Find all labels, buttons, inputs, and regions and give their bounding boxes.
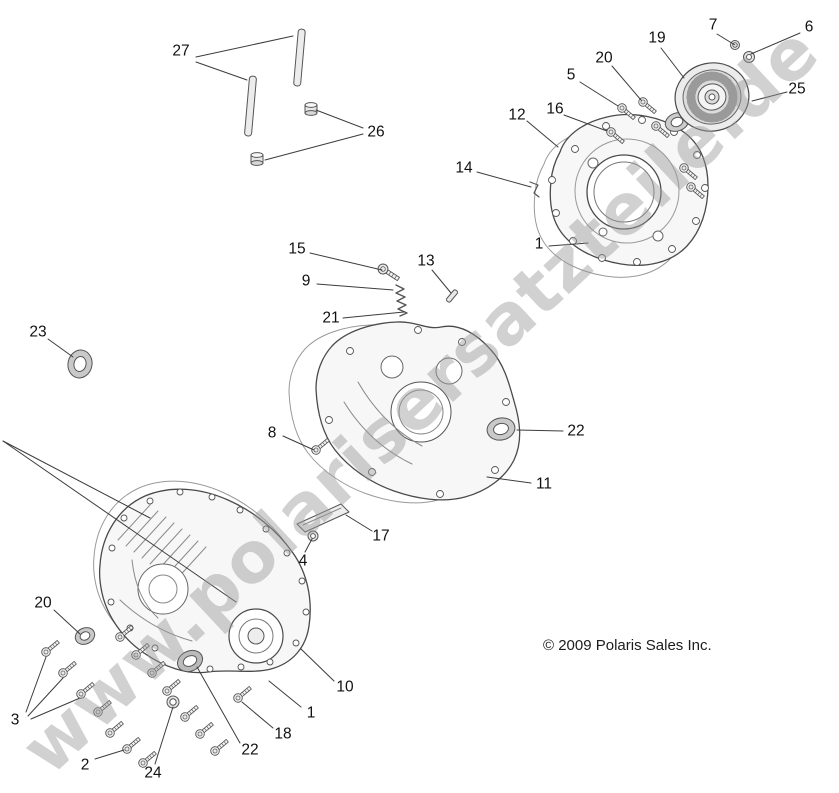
callout-10: 10 — [336, 678, 354, 696]
callout-24: 24 — [144, 764, 162, 782]
leader-line — [611, 65, 642, 101]
leader-line — [25, 656, 47, 713]
callout-15: 15 — [288, 240, 306, 258]
leader-line — [264, 133, 364, 161]
callout-20: 20 — [595, 49, 613, 67]
leader-line — [30, 697, 81, 720]
callout-8: 8 — [267, 424, 277, 442]
leader-line — [27, 677, 64, 717]
leader-line — [548, 242, 589, 247]
copyright-text: © 2009 Polaris Sales Inc. — [543, 637, 712, 654]
leader-line — [94, 749, 125, 760]
callout-25: 25 — [788, 80, 806, 98]
leader-line — [282, 435, 315, 451]
dowel-pins-drawing — [244, 28, 306, 137]
leader-line — [196, 666, 241, 744]
callout-1: 1 — [306, 704, 316, 722]
leader-line — [53, 609, 81, 635]
leader-line — [304, 538, 313, 553]
leader-line — [154, 706, 174, 765]
leader-line — [195, 61, 248, 81]
drain-plug-drawing — [166, 695, 180, 709]
callout-1: 1 — [534, 235, 544, 253]
retainer-clip-drawing — [529, 181, 540, 198]
callout-22: 22 — [241, 741, 259, 759]
callout-16: 16 — [546, 100, 564, 118]
callout-13: 13 — [417, 252, 435, 270]
leader-line — [563, 114, 608, 132]
callout-27: 27 — [172, 42, 190, 60]
leader-line — [516, 429, 564, 432]
one-way-clutch-drawing — [664, 40, 755, 132]
callout-12: 12 — [508, 106, 526, 124]
leader-line — [316, 283, 394, 291]
leader-line — [268, 680, 302, 708]
leader-line — [431, 269, 452, 294]
callout-11: 11 — [535, 475, 553, 493]
leader-line — [486, 476, 532, 484]
callout-7: 7 — [708, 16, 718, 34]
bracket-drawing — [296, 503, 350, 533]
small-pin-drawing — [445, 289, 459, 303]
rear-cover-assembly-drawing — [529, 113, 709, 278]
left-crankcase-cover-drawing — [74, 480, 311, 709]
leader-lines-layer — [2, 32, 801, 765]
callout-14: 14 — [455, 159, 473, 177]
leader-line — [579, 81, 619, 107]
callout-20: 20 — [34, 594, 52, 612]
bearing-drawing — [176, 649, 204, 673]
callout-18: 18 — [274, 725, 292, 743]
leader-line — [751, 91, 788, 102]
spring-drawing — [395, 284, 408, 317]
leader-line — [342, 311, 405, 319]
callout-23: 23 — [29, 323, 47, 341]
callout-5: 5 — [566, 66, 576, 84]
leader-line — [300, 648, 335, 682]
leader-line — [526, 120, 559, 148]
output-seal-drawing — [486, 417, 516, 441]
leader-line — [345, 514, 373, 532]
callout-22: 22 — [567, 422, 585, 440]
leader-line — [47, 338, 74, 358]
small-washer-drawing — [307, 530, 319, 542]
callout-19: 19 — [648, 29, 666, 47]
leader-line — [309, 252, 383, 271]
cover-seal-drawing — [74, 627, 96, 645]
callout-2: 2 — [80, 756, 90, 774]
leader-line — [476, 171, 532, 188]
center-crankcase-drawing — [288, 261, 521, 542]
crank-seal-drawing — [67, 349, 93, 379]
leader-line — [660, 47, 685, 79]
callout-21: 21 — [322, 309, 340, 327]
callout-4: 4 — [298, 552, 308, 570]
leader-line — [716, 33, 736, 46]
leader-line — [750, 32, 801, 55]
callout-3: 3 — [10, 711, 20, 729]
leader-line — [241, 701, 274, 729]
cap-plugs-drawing — [250, 102, 318, 166]
leader-line — [315, 109, 364, 129]
leader-line — [2, 440, 237, 603]
washer-drawing — [743, 51, 755, 63]
leader-line — [2, 440, 151, 519]
callout-9: 9 — [301, 272, 311, 290]
callout-26: 26 — [367, 123, 385, 141]
leader-line — [195, 35, 294, 58]
callout-17: 17 — [372, 527, 390, 545]
callout-6: 6 — [804, 18, 814, 36]
